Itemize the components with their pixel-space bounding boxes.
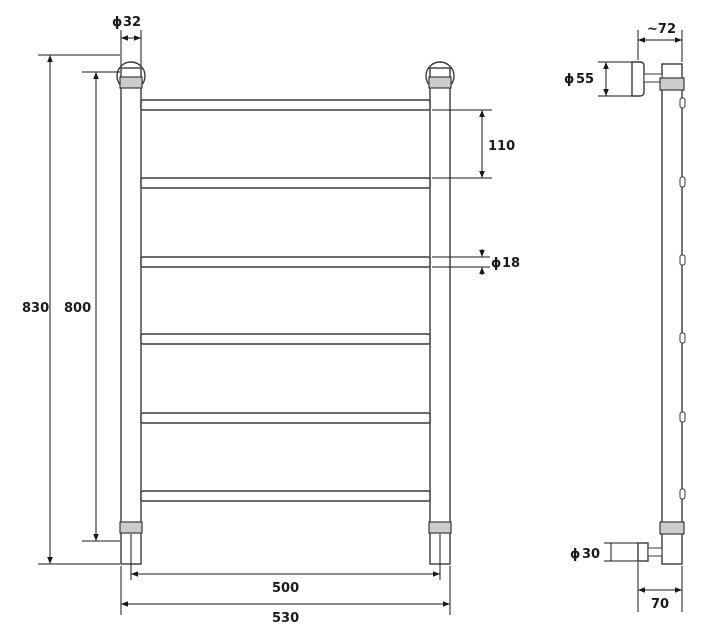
right-bottom-cap	[428, 521, 452, 534]
side-bottom-cap	[659, 521, 685, 535]
tube-diameter-label: 32	[123, 15, 141, 30]
dim-rung-diameter: ϕ 18	[432, 249, 520, 275]
rung	[140, 177, 431, 189]
dim-total-width: 530	[120, 566, 451, 626]
diameter-symbol: ϕ	[570, 547, 580, 562]
left-bottom-cap	[119, 521, 143, 534]
side-top-flange	[631, 61, 645, 97]
rung	[140, 412, 431, 424]
rungs	[140, 99, 431, 502]
rung-stub	[679, 97, 686, 109]
side-bottom-flange	[637, 542, 649, 562]
side-top-bracket	[643, 73, 663, 83]
rung	[140, 99, 431, 111]
right-top-cap	[428, 76, 452, 89]
rung	[140, 256, 431, 268]
side-rung-stubs	[679, 97, 686, 500]
dim-depth-top: ~72	[637, 22, 683, 62]
side-upright	[661, 63, 683, 565]
rung-diameter-label: 18	[502, 256, 520, 271]
dim-mount-width: 500	[130, 534, 441, 596]
dim-mount-height: 800	[64, 71, 120, 542]
side-view: ~72 ϕ 55 ϕ 30 70	[564, 22, 686, 612]
dim-tube-diameter: ϕ 32	[112, 15, 142, 66]
side-top-cap	[659, 77, 685, 91]
right-upright	[429, 67, 451, 565]
left-upright	[120, 67, 142, 565]
mount-width-label: 500	[272, 581, 299, 596]
rung-stub	[679, 488, 686, 500]
depth-top-label: ~72	[647, 22, 676, 37]
dim-rung-spacing: 110	[432, 109, 515, 179]
dim-total-height: 830	[22, 54, 120, 565]
rung-spacing-label: 110	[488, 139, 515, 154]
diameter-symbol: ϕ	[564, 72, 574, 87]
front-view: ϕ 32 830 800 110	[22, 15, 520, 626]
side-bottom-bracket	[647, 547, 663, 557]
total-width-label: 530	[272, 611, 299, 626]
mount-height-label: 800	[64, 301, 91, 316]
diameter-symbol: ϕ	[112, 15, 122, 30]
rung-stub	[679, 176, 686, 188]
rung-stub	[679, 254, 686, 266]
depth-bottom-label: 70	[651, 597, 669, 612]
dim-bottom-diameter: ϕ 30	[570, 542, 638, 562]
left-top-cap	[119, 76, 143, 89]
bottom-diameter-label: 30	[582, 547, 600, 562]
diameter-symbol: ϕ	[491, 256, 501, 271]
dim-depth-bottom: 70	[637, 562, 683, 612]
total-height-label: 830	[22, 301, 49, 316]
rung	[140, 333, 431, 345]
rung-stub	[679, 332, 686, 344]
rung	[140, 490, 431, 502]
dim-flange-diameter: ϕ 55	[564, 61, 632, 97]
flange-diameter-label: 55	[576, 72, 594, 87]
rung-stub	[679, 411, 686, 423]
